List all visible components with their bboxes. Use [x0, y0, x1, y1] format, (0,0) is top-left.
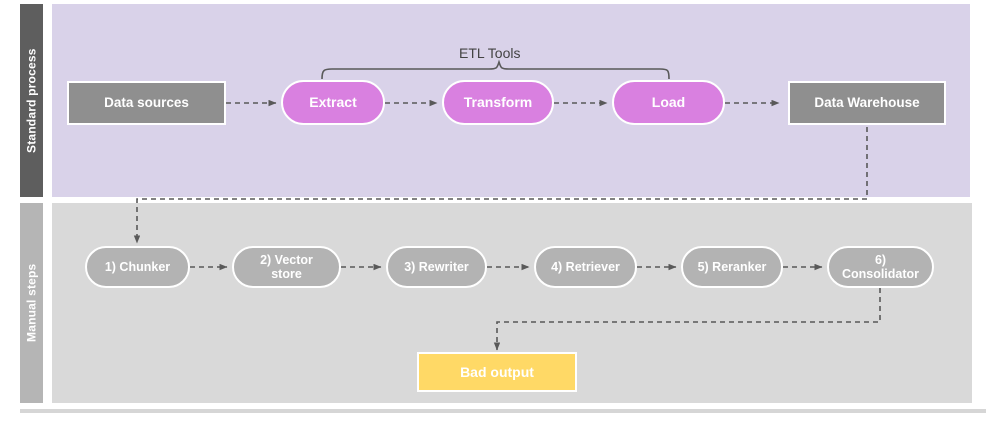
node-bad-output[interactable]: Bad output — [417, 352, 577, 392]
node-vector-store-label-line2: store — [271, 267, 302, 281]
node-data-warehouse[interactable]: Data Warehouse — [788, 81, 946, 125]
node-consolidator-label-line2: Consolidator — [841, 267, 920, 281]
node-rewriter[interactable]: 3) Rewriter — [386, 246, 487, 288]
bottom-divider-rule — [20, 409, 986, 413]
node-vector-store-label-line1: 2) Vector — [260, 252, 313, 267]
node-chunker[interactable]: 1) Chunker — [85, 246, 190, 288]
node-vector-store[interactable]: 2) Vector store — [232, 246, 341, 288]
node-data-sources[interactable]: Data sources — [67, 81, 226, 125]
lane-label-standard-process: Standard process — [20, 4, 43, 197]
node-reranker[interactable]: 5) Reranker — [681, 246, 783, 288]
node-transform[interactable]: Transform — [442, 80, 554, 125]
node-consolidator-label-line1: 6) — [874, 252, 887, 267]
node-retriever[interactable]: 4) Retriever — [534, 246, 637, 288]
etl-tools-label: ETL Tools — [459, 45, 521, 61]
node-extract[interactable]: Extract — [281, 80, 385, 125]
node-consolidator[interactable]: 6) Consolidator — [827, 246, 934, 288]
lane-label-manual-steps: Manual steps — [20, 203, 43, 403]
node-load[interactable]: Load — [612, 80, 725, 125]
